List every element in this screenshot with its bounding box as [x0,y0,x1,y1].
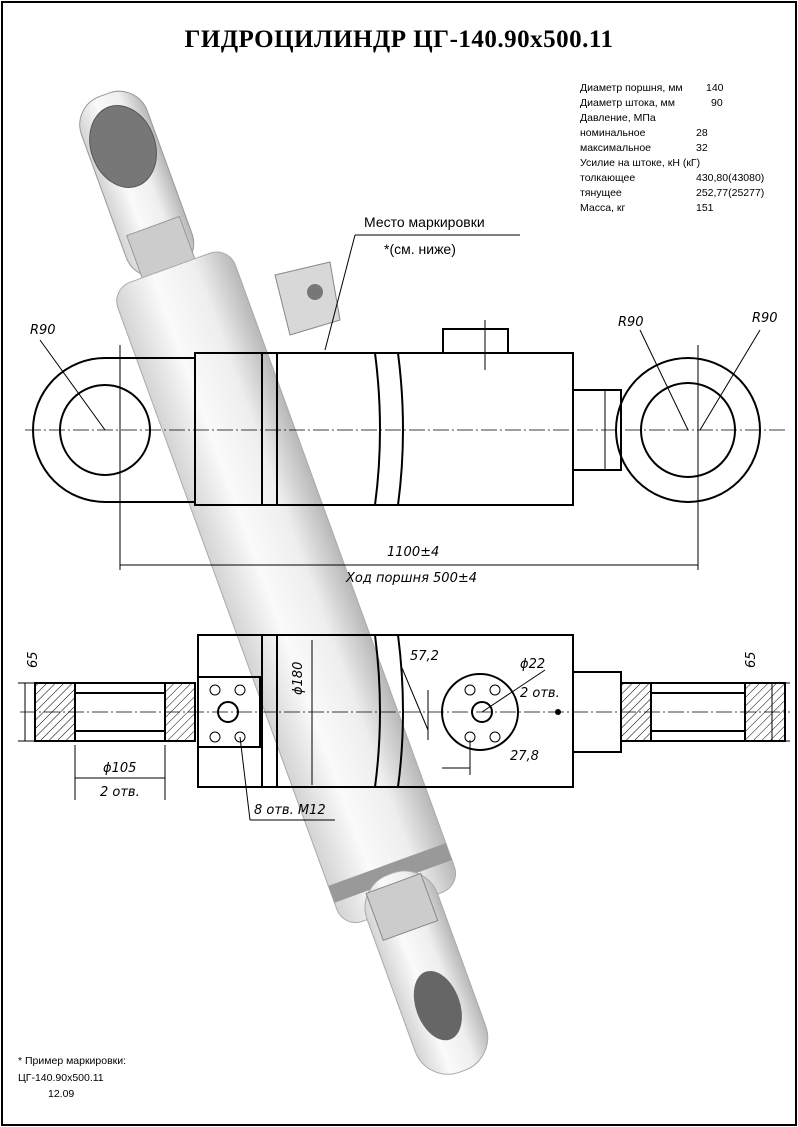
spec-value: 430,80(43080) [696,172,764,184]
length-dimension: 1100±4 [387,545,439,560]
footnote-line-1: * Пример маркировки: [18,1055,126,1067]
marking-plate [274,261,341,336]
radius-label-right: R90 [752,311,778,326]
spec-label: Давление, МПа [580,112,656,124]
cylinder-3d-render [79,90,489,1075]
width-label-left: 65 [26,651,41,668]
body-diameter-label: ϕ180 [291,662,306,695]
width-label-right: 65 [744,651,759,668]
hole-diameter-label: ϕ105 [103,761,136,776]
spec-label: максимальное [580,142,651,154]
spec-value: 32 [696,142,708,154]
thread-holes-label: 8 отв. M12 [254,803,326,818]
footnote-line-3: 12.09 [48,1088,74,1100]
spec-label: Диаметр штока, мм [580,97,675,109]
spec-label: толкающее [580,172,635,184]
port-diameter-label: ϕ22 [520,657,545,672]
marking-location-label: Место маркировки [364,214,485,230]
spec-table: Диаметр поршня, мм 140 Диаметр штока, мм 9… [580,82,764,214]
spec-value: 151 [696,202,714,214]
top-view [25,234,785,570]
bottom-view [18,634,790,821]
offset-label-1: 57,2 [410,649,439,664]
stroke-dimension: Ход поршня 500±4 [345,571,477,586]
spec-value: 90 [711,97,723,109]
spec-label: Масса, кг [580,202,625,214]
spec-label: тянущее [580,187,622,199]
offset-label-2: 27,8 [510,749,539,764]
spec-label: Усилие на штоке, кН (кГ) [580,157,700,169]
spec-label: Диаметр поршня, мм [580,82,683,94]
footnote-line-2: ЦГ-140.90х500.11 [18,1072,104,1084]
drawing-title: ГИДРОЦИЛИНДР ЦГ-140.90х500.11 [184,26,613,53]
marking-note: *(см. ниже) [384,241,456,257]
radius-label-left: R90 [30,323,56,338]
spec-value: 252,77(25277) [696,187,764,199]
spec-value: 28 [696,127,708,139]
radius-label-mid: R90 [618,315,644,330]
port-count-label: 2 отв. [520,686,560,701]
spec-label: номинальное [580,127,646,139]
spec-value: 140 [706,82,724,94]
hole-count-label: 2 отв. [100,785,140,800]
